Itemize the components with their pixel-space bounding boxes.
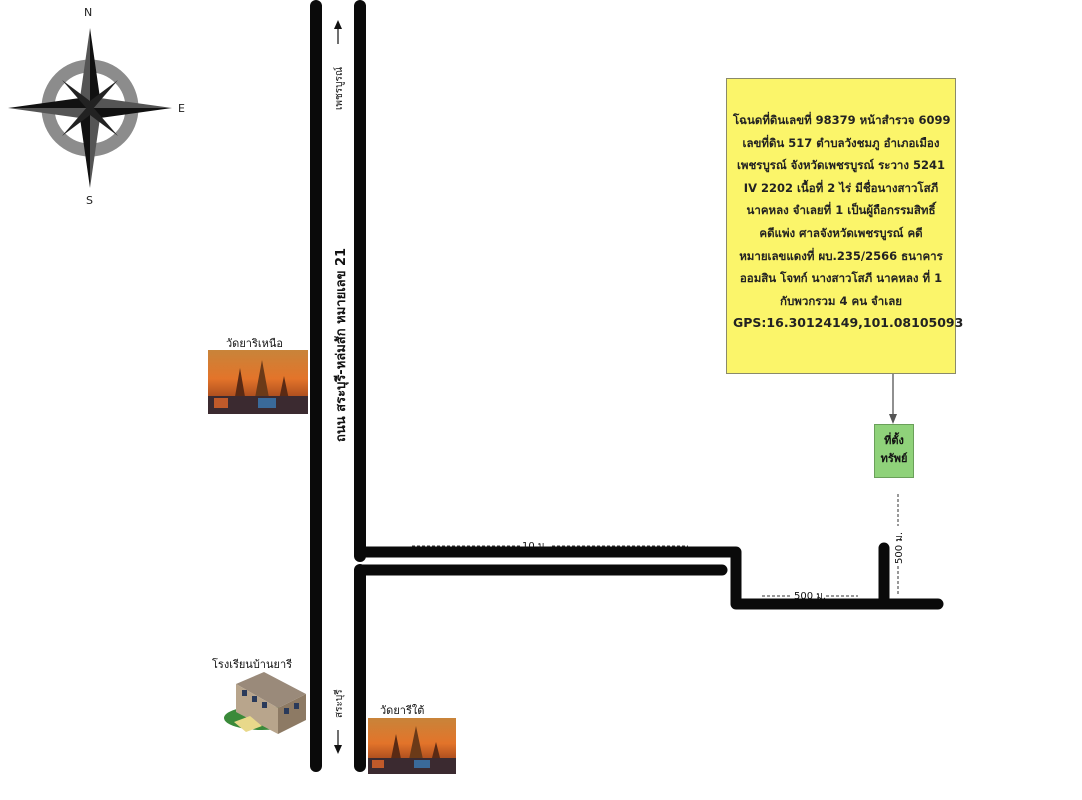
info-line: IV 2202 เนื้อที่ 2 ไร่ มีชื่อนางสาวโสภี [743, 180, 939, 195]
distance-guides [412, 494, 899, 597]
gps-coordinates: GPS:16.30124149,101.08105093 [733, 315, 964, 331]
property-label-line1: ที่ตั้ง [884, 434, 904, 447]
main-road-label: ถนน สระบุรี-หล่มสัก หมายเลข 21 [334, 247, 349, 442]
temple-south-image [368, 718, 456, 774]
compass-rose-icon [8, 28, 172, 188]
school-building-icon [224, 672, 306, 734]
compass-north-label: N [84, 6, 93, 19]
info-line: โฉนดที่ดินเลขที่ 98379 หน้าสำรวจ 6099 [733, 113, 951, 127]
compass-east-label: E [178, 102, 185, 115]
info-line: ออมสิน โจทก์ นางสาวโสภี นาคหลง ที่ 1 [739, 271, 943, 286]
side-road-distance-label: 10 ม. [522, 541, 548, 552]
info-line: เลขที่ดิน 517 ตำบลวังชมภู อำเภอเมือง [742, 135, 940, 150]
property-location-marker: ที่ตั้ง ทรัพย์ [874, 424, 914, 478]
temple-north-image [208, 350, 308, 414]
main-road [310, 0, 366, 772]
info-line: กับพวกรวม 4 คน จำเลย [780, 293, 902, 308]
info-line: หมายเลขแดงที่ ผบ.235/2566 ธนาคาร [739, 248, 943, 263]
property-info-box: โฉนดที่ดินเลขที่ 98379 หน้าสำรวจ 6099 เล… [726, 78, 964, 374]
north-destination-label: เพชรบูรณ์ [334, 66, 345, 110]
south-destination-label: สระบุรี [334, 689, 345, 718]
info-line: คดีแพ่ง ศาลจังหวัดเพชรบูรณ์ คดี [759, 225, 923, 240]
compass-south-label: S [86, 194, 93, 207]
east-road-distance-label: 500 ม. [794, 591, 827, 602]
property-label-line2: ทรัพย์ [880, 452, 908, 465]
temple-north-label: วัดยาริเหนือ [226, 337, 283, 350]
info-line: เพชรบูรณ์ จังหวัดเพชรบูรณ์ ระวาง 5241 [736, 158, 946, 173]
temple-south-label: วัดยารีใต้ [380, 704, 425, 717]
north-arrow-icon [334, 20, 342, 44]
info-line: นาคหลง จำเลยที่ 1 เป็นผู้ถือกรรมสิทธิ์ [746, 203, 936, 218]
south-arrow-icon [334, 730, 342, 754]
spur-distance-label: 500 ม. [894, 531, 905, 564]
pointer-arrow-icon [889, 374, 897, 424]
school-label: โรงเรียนบ้านยารี [212, 658, 293, 671]
side-road [354, 542, 944, 610]
